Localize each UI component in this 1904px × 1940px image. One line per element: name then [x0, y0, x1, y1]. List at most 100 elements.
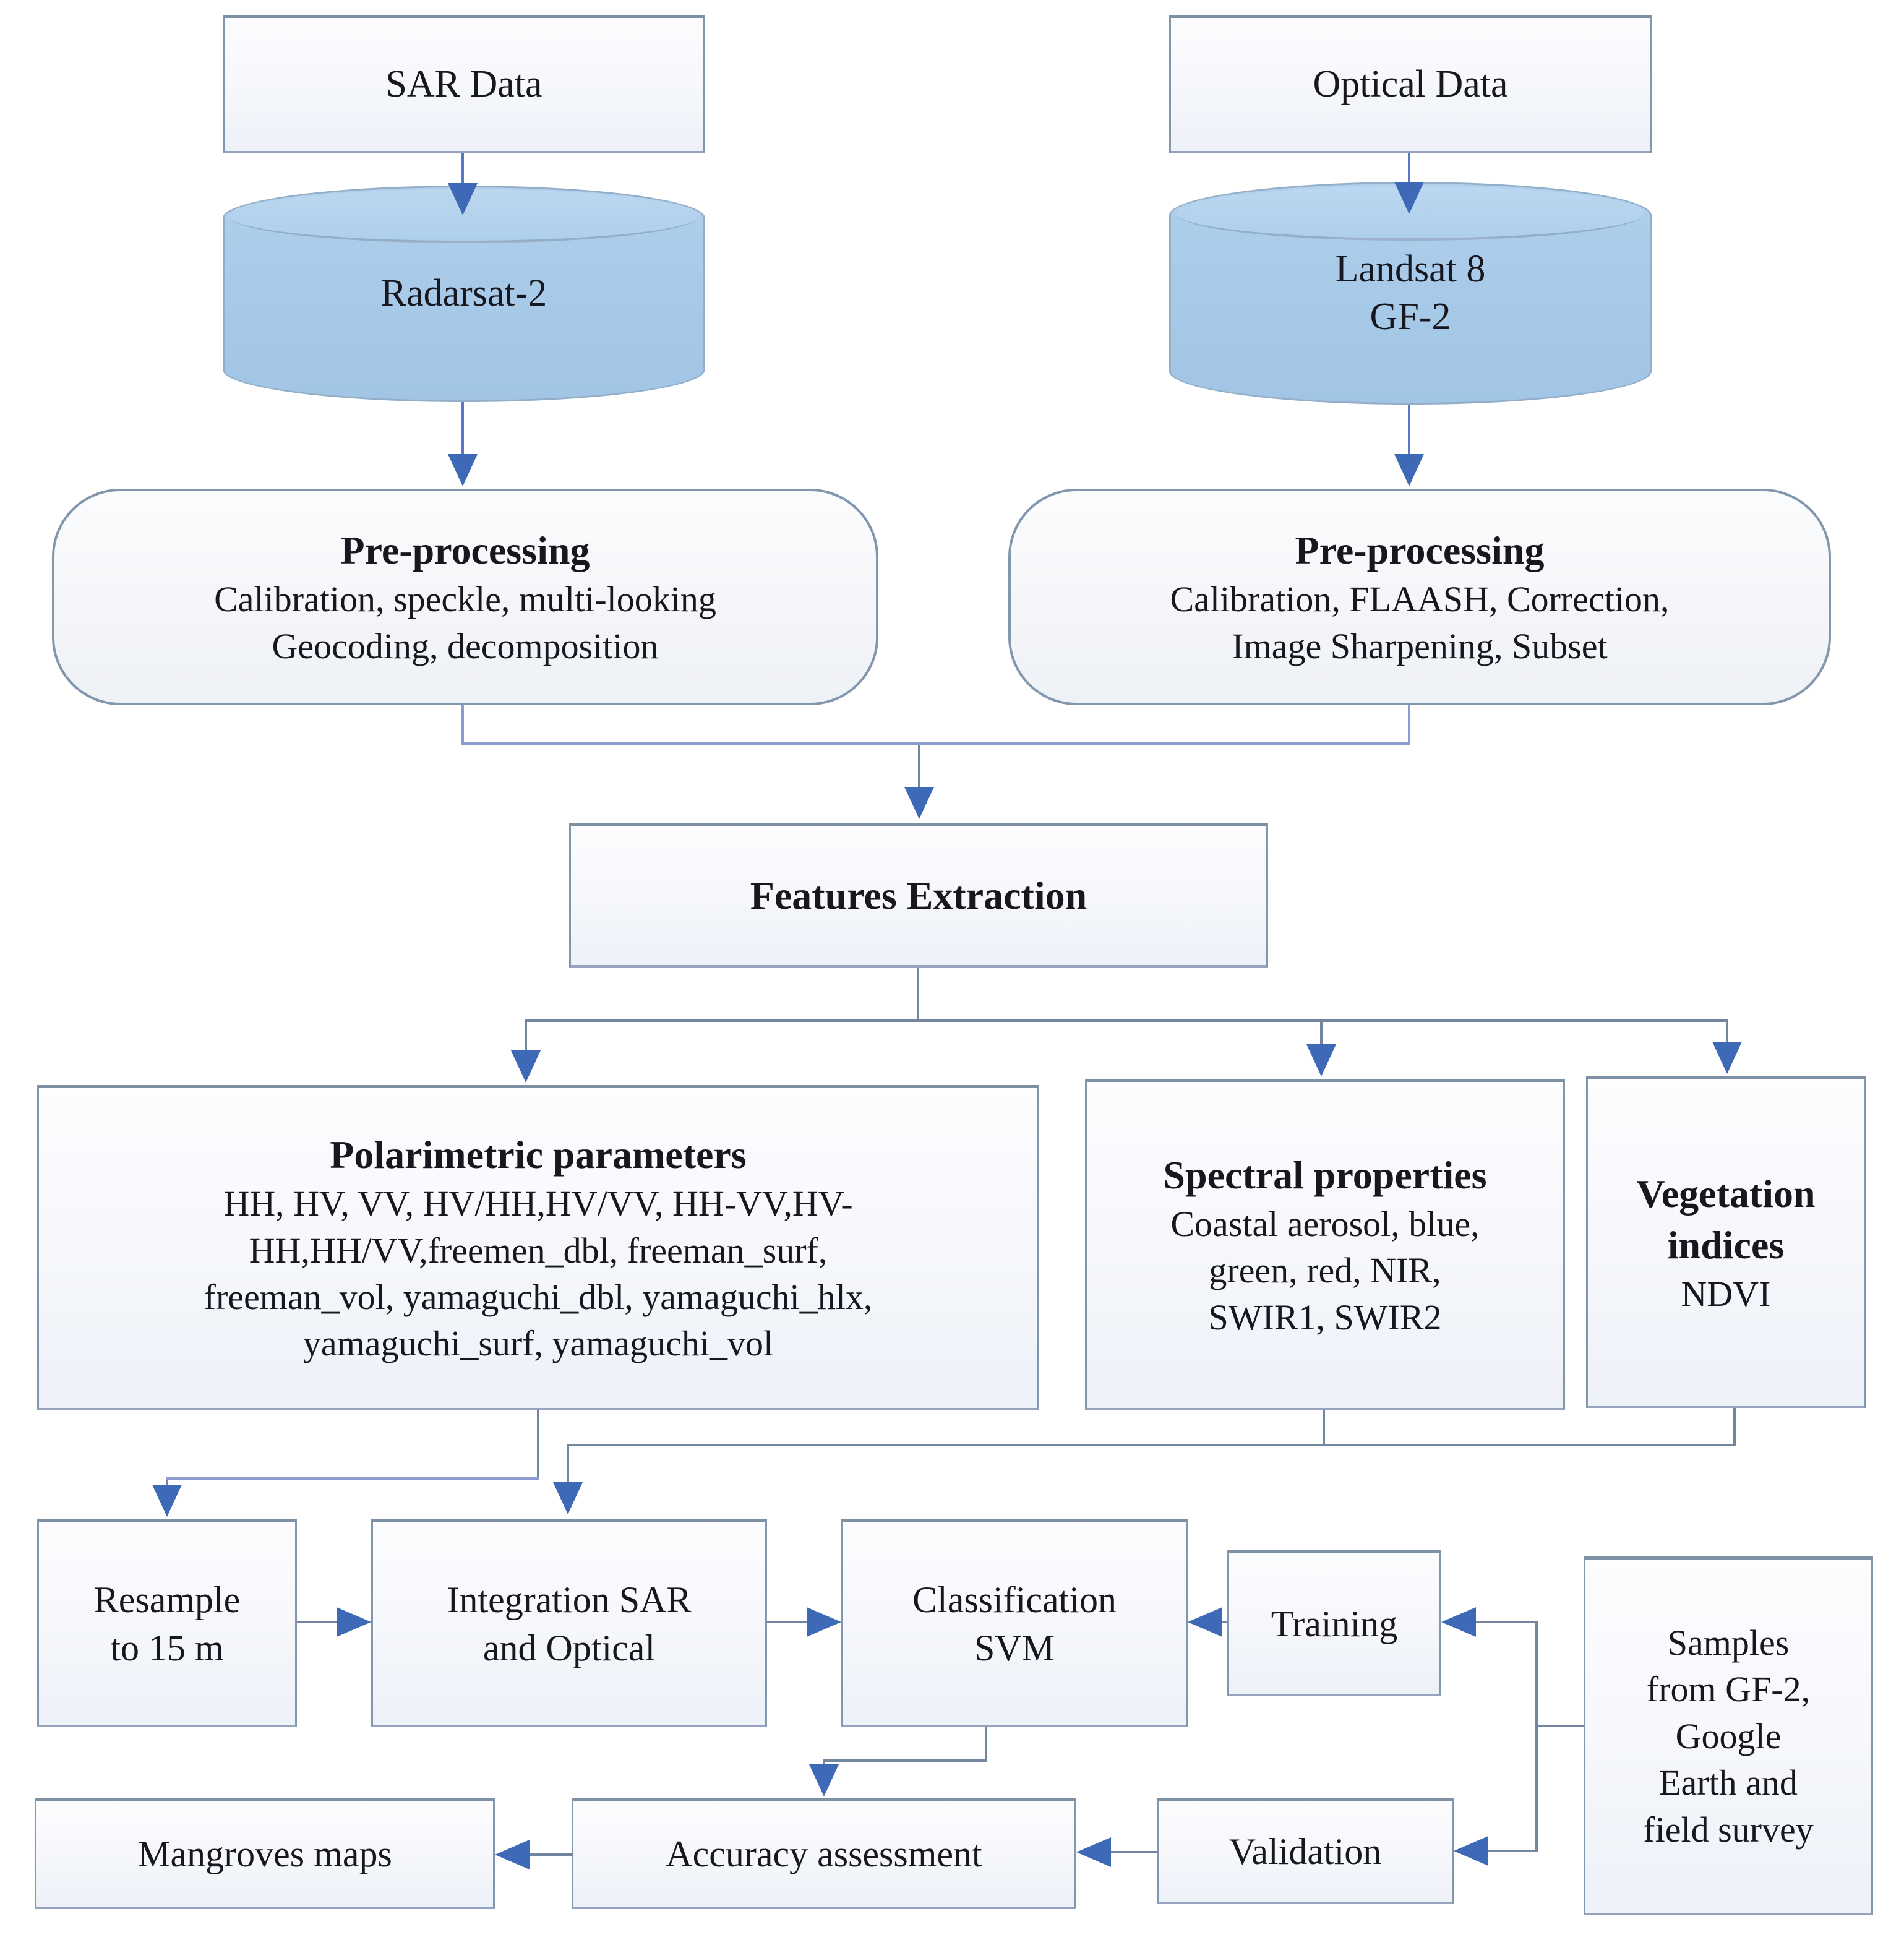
node-features-extraction-label: Features Extraction [750, 873, 1087, 917]
connector-split-horizontal [525, 1019, 1728, 1022]
connector-preproc-sar-down [461, 705, 464, 745]
node-sar-data-label: SAR Data [385, 63, 542, 106]
arrowhead-integration-classification [807, 1607, 841, 1637]
node-integration-line1: Integration SAR [447, 1579, 692, 1620]
arrowhead-split-to-vegetation [1712, 1042, 1742, 1074]
arrowhead-sar-to-radarsat [448, 183, 478, 215]
node-samples: Samples from GF-2, Google Earth and fiel… [1584, 1556, 1873, 1915]
arrowhead-to-resample [152, 1485, 182, 1517]
node-radarsat-label: Radarsat-2 [380, 272, 547, 315]
connector-merge-horizontal [461, 742, 1410, 745]
arrowhead-validation-accuracy [1076, 1837, 1111, 1867]
node-optical-data-label: Optical Data [1313, 63, 1508, 106]
node-training: Training [1227, 1550, 1441, 1696]
node-resample-line1: Resample [93, 1579, 241, 1620]
node-preprocessing-optical-title: Pre-processing [1295, 528, 1545, 573]
node-training-label: Training [1271, 1603, 1398, 1644]
node-preprocessing-optical-line2: Image Sharpening, Subset [1232, 625, 1608, 666]
node-vegetation-title2: indices [1667, 1222, 1785, 1267]
node-samples-line1: Samples [1667, 1623, 1790, 1663]
arrowhead-merge-to-features [904, 787, 934, 819]
node-validation-label: Validation [1229, 1831, 1382, 1872]
node-spectral-line2: green, red, NIR, [1209, 1250, 1441, 1291]
node-landsat-line2: GF-2 [1370, 296, 1451, 338]
connector-radarsat-to-preproc [461, 402, 464, 457]
node-landsat-line1: Landsat 8 [1335, 247, 1486, 290]
arrowhead-samples-to-validation [1454, 1836, 1488, 1866]
arrowhead-resample-integration [337, 1607, 371, 1637]
connector-accuracy-mangroves [528, 1853, 573, 1856]
connector-split-to-spectral [1320, 1022, 1323, 1047]
connector-integration-classification [767, 1621, 809, 1623]
node-landsat-cylinder: Landsat 8 GF-2 [1169, 182, 1652, 405]
node-preprocessing-optical: Pre-processing Calibration, FLAASH, Corr… [1008, 489, 1831, 705]
connector-validation-accuracy [1110, 1851, 1158, 1853]
connector-split-to-vegetation [1726, 1022, 1728, 1044]
node-optical-data: Optical Data [1169, 15, 1652, 153]
node-samples-line3: Google [1675, 1715, 1782, 1756]
node-accuracy-assessment: Accuracy assessment [572, 1798, 1076, 1909]
node-resample-line2: to 15 m [110, 1627, 224, 1668]
connector-landsat-to-preproc [1408, 405, 1410, 457]
node-spectral-properties: Spectral properties Coastal aerosol, blu… [1085, 1079, 1565, 1410]
node-vegetation-indices: Vegetation indices NDVI [1586, 1076, 1866, 1408]
node-polarimetric-parameters: Polarimetric parameters HH, HV, VV, HV/H… [37, 1085, 1039, 1410]
connector-to-integration [567, 1446, 569, 1485]
node-polarimetric-line4: yamaguchi_surf, yamaguchi_vol [302, 1323, 774, 1364]
arrowhead-samples-to-training [1441, 1607, 1476, 1637]
connector-resample-integration [297, 1621, 339, 1623]
node-polarimetric-title: Polarimetric parameters [330, 1133, 747, 1177]
connector-samples-to-validation [1487, 1850, 1537, 1852]
node-mangroves-label: Mangroves maps [137, 1833, 392, 1874]
arrowhead-radarsat-to-preproc [448, 454, 478, 486]
connector-optical-features-horizontal [567, 1444, 1736, 1446]
connector-classification-bend [823, 1759, 987, 1762]
connector-features-down [917, 968, 919, 1022]
connector-spectral-down [1323, 1410, 1325, 1446]
connector-samples-stub [1537, 1725, 1584, 1727]
node-samples-line2: from GF-2, [1646, 1669, 1811, 1710]
arrowhead-optical-to-landsat [1394, 182, 1424, 214]
arrowhead-to-integration [553, 1482, 583, 1514]
connector-split-to-polarimetric [525, 1022, 527, 1052]
node-samples-line5: field survey [1643, 1809, 1814, 1850]
node-radarsat-cylinder: Radarsat-2 [223, 186, 705, 402]
node-spectral-title: Spectral properties [1163, 1152, 1487, 1197]
node-spectral-line1: Coastal aerosol, blue, [1170, 1204, 1480, 1244]
node-mangroves-maps: Mangroves maps [35, 1798, 495, 1909]
node-integration-line2: and Optical [482, 1627, 656, 1668]
connector-samples-to-training [1475, 1621, 1537, 1623]
node-sar-data: SAR Data [223, 15, 705, 153]
node-preprocessing-sar-line2: Geocoding, decomposition [272, 625, 659, 666]
node-preprocessing-optical-line1: Calibration, FLAASH, Correction, [1170, 579, 1670, 620]
connector-training-classification [1220, 1621, 1227, 1623]
node-preprocessing-sar-line1: Calibration, speckle, multi-looking [214, 579, 716, 620]
connector-optical-to-landsat [1408, 153, 1410, 186]
node-validation: Validation [1157, 1798, 1454, 1904]
node-polarimetric-line3: freeman_vol, yamaguchi_dbl, yamaguchi_hl… [204, 1277, 873, 1318]
node-spectral-line3: SWIR1, SWIR2 [1208, 1297, 1442, 1337]
connector-classification-down [985, 1727, 987, 1762]
arrowhead-accuracy-mangroves [495, 1840, 530, 1869]
connector-polarimetric-horizontal [166, 1477, 539, 1480]
connector-vegetation-down [1733, 1408, 1736, 1446]
arrowhead-split-to-spectral [1306, 1044, 1336, 1076]
node-classification-line2: SVM [974, 1627, 1055, 1668]
arrowhead-landsat-to-preproc [1394, 454, 1424, 486]
connector-preproc-optical-down [1408, 705, 1410, 745]
connector-sar-to-radarsat [461, 153, 464, 187]
node-classification-line1: Classification [912, 1579, 1117, 1620]
arrowhead-training-classification [1188, 1607, 1222, 1637]
node-classification-svm: Classification SVM [841, 1519, 1188, 1727]
node-features-extraction: Features Extraction [569, 823, 1268, 968]
node-integration: Integration SAR and Optical [371, 1519, 767, 1727]
node-preprocessing-sar: Pre-processing Calibration, speckle, mul… [52, 489, 878, 705]
connector-samples-branch-vertical [1535, 1621, 1538, 1852]
node-samples-line4: Earth and [1659, 1762, 1798, 1803]
arrowhead-to-accuracy [809, 1764, 839, 1796]
node-resample: Resample to 15 m [37, 1519, 297, 1727]
connector-merge-to-features [918, 745, 920, 788]
node-polarimetric-line2: HH,HH/VV,freemen_dbl, freeman_surf, [249, 1230, 828, 1271]
node-preprocessing-sar-title: Pre-processing [340, 528, 590, 573]
